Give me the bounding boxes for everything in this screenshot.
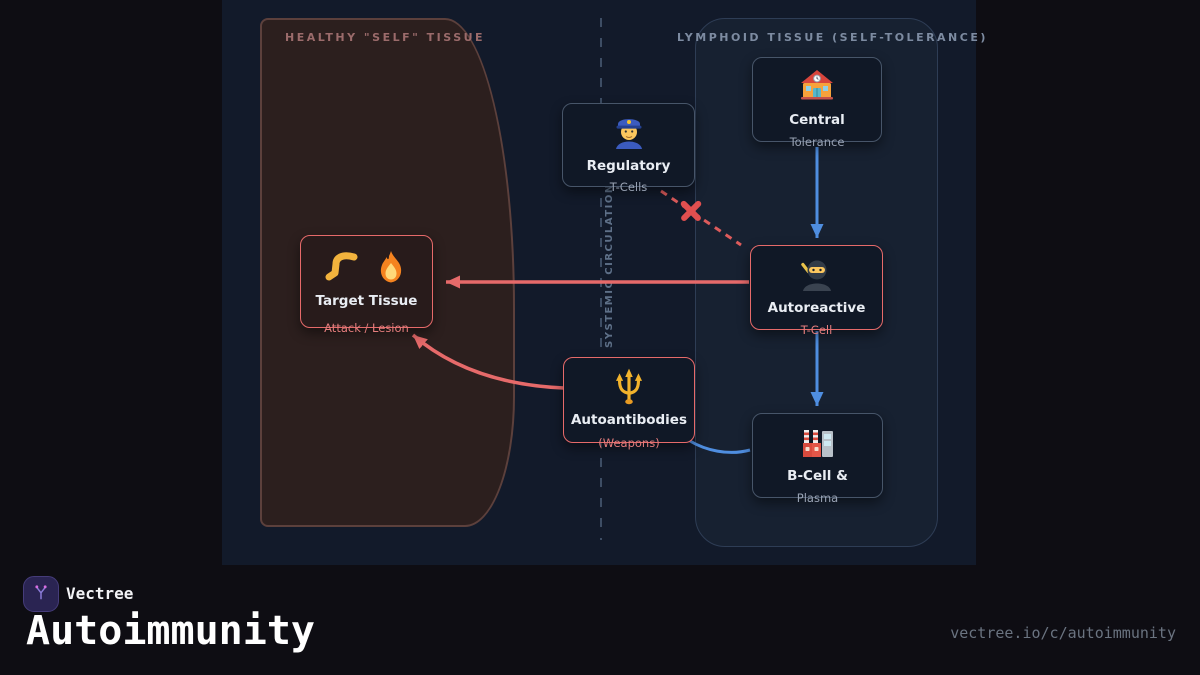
lymphoid-region-label: LYMPHOID TISSUE (SELF-TOLERANCE) (677, 31, 988, 44)
node-title: Central (789, 112, 845, 128)
vectree-logo (23, 576, 59, 612)
share-url: vectree.io/c/autoimmunity (950, 624, 1176, 642)
factory-icon (798, 423, 838, 467)
vectree-branch-icon (31, 582, 51, 606)
node-title: Autoreactive (767, 300, 866, 316)
healthy-region-label: HEALTHY "SELF" TISSUE (285, 31, 486, 44)
trident-icon (608, 366, 650, 412)
ninja-icon (797, 255, 837, 299)
police-officer-icon (609, 113, 649, 157)
school-icon (797, 67, 837, 111)
deck-title: Autoimmunity (26, 608, 315, 654)
node-autoreactive-tcell[interactable]: Autoreactive T-Cell (750, 245, 883, 337)
node-bcell-plasma[interactable]: B-Cell & Plasma (752, 413, 883, 505)
node-title: B-Cell & (787, 468, 848, 484)
fire-icon (371, 248, 411, 292)
node-title: Autoantibodies (570, 412, 687, 428)
node-autoantibodies[interactable]: Autoantibodies (Weapons) (563, 357, 695, 450)
brand-name: Vectree (66, 584, 134, 603)
node-subtitle: T-Cells (609, 180, 648, 194)
node-regulatory-tcells[interactable]: Regulatory T-Cells (562, 103, 695, 194)
leg-icon (323, 248, 363, 292)
node-subtitle: Attack / Lesion (324, 321, 409, 335)
systemic-circulation-label: SYSTEMIC CIRCULATION (604, 183, 615, 348)
node-central-tolerance[interactable]: Central Tolerance (752, 57, 882, 149)
node-title: Target Tissue (315, 293, 418, 309)
node-title: Regulatory (586, 158, 671, 174)
node-target-tissue[interactable]: Target Tissue Attack / Lesion (300, 235, 433, 335)
node-subtitle: Plasma (796, 491, 839, 505)
node-subtitle: Tolerance (789, 135, 845, 149)
node-subtitle: T-Cell (800, 323, 833, 337)
cross-mark-icon (679, 199, 703, 223)
node-subtitle: (Weapons) (598, 436, 660, 450)
